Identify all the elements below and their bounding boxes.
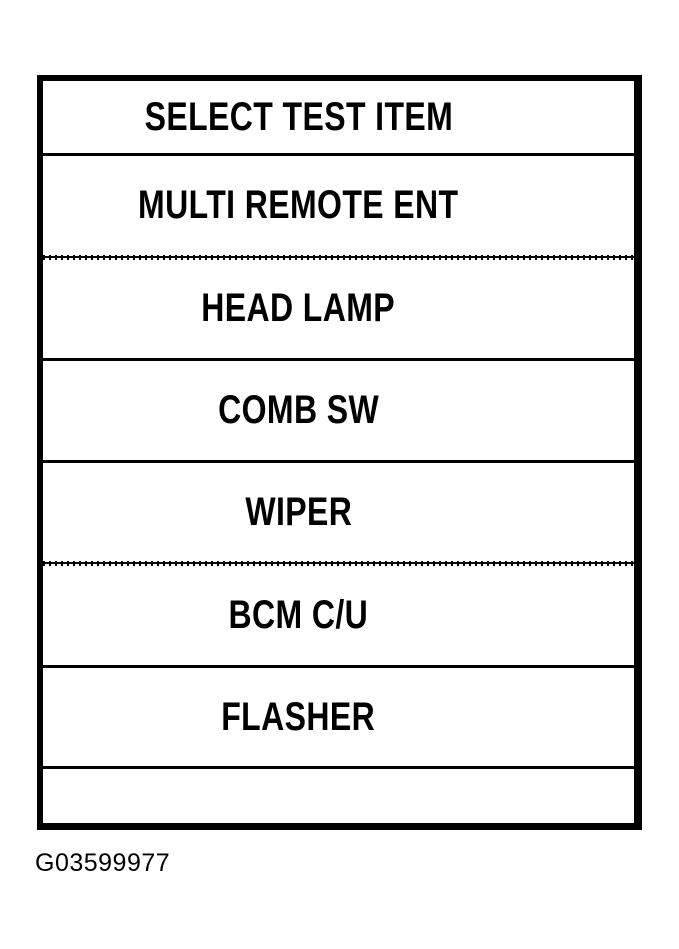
- row-separator: [43, 254, 634, 260]
- menu-item-multi-remote-ent[interactable]: MULTI REMOTE ENT: [43, 156, 634, 255]
- menu-item-flasher[interactable]: FLASHER: [43, 668, 634, 767]
- menu-item-label: BCM C/U: [228, 593, 369, 638]
- row-separator: [43, 561, 634, 567]
- menu-item-label: WIPER: [245, 489, 352, 534]
- menu-item-bcm-cu[interactable]: BCM C/U: [43, 566, 634, 665]
- menu-item-comb-sw[interactable]: COMB SW: [43, 361, 634, 460]
- menu-item-wiper[interactable]: WIPER: [43, 463, 634, 562]
- menu-item-head-lamp[interactable]: HEAD LAMP: [43, 260, 634, 359]
- title-separator: [43, 153, 634, 156]
- menu-item-label: FLASHER: [221, 694, 376, 739]
- figure-id: G03599977: [35, 849, 171, 877]
- menu-item-label: COMB SW: [217, 387, 379, 432]
- menu-item-label: MULTI REMOTE ENT: [138, 182, 459, 227]
- row-separator: [43, 459, 634, 463]
- menu-title: SELECT TEST ITEM: [144, 94, 453, 139]
- menu-item-label: HEAD LAMP: [201, 286, 396, 331]
- row-separator: [43, 766, 634, 770]
- row-separator: [43, 664, 634, 668]
- menu-item-empty: [43, 769, 634, 823]
- select-test-item-menu: SELECT TEST ITEM MULTI REMOTE ENT HEAD L…: [37, 75, 642, 830]
- row-separator: [43, 358, 634, 362]
- menu-title-row: SELECT TEST ITEM: [43, 81, 634, 153]
